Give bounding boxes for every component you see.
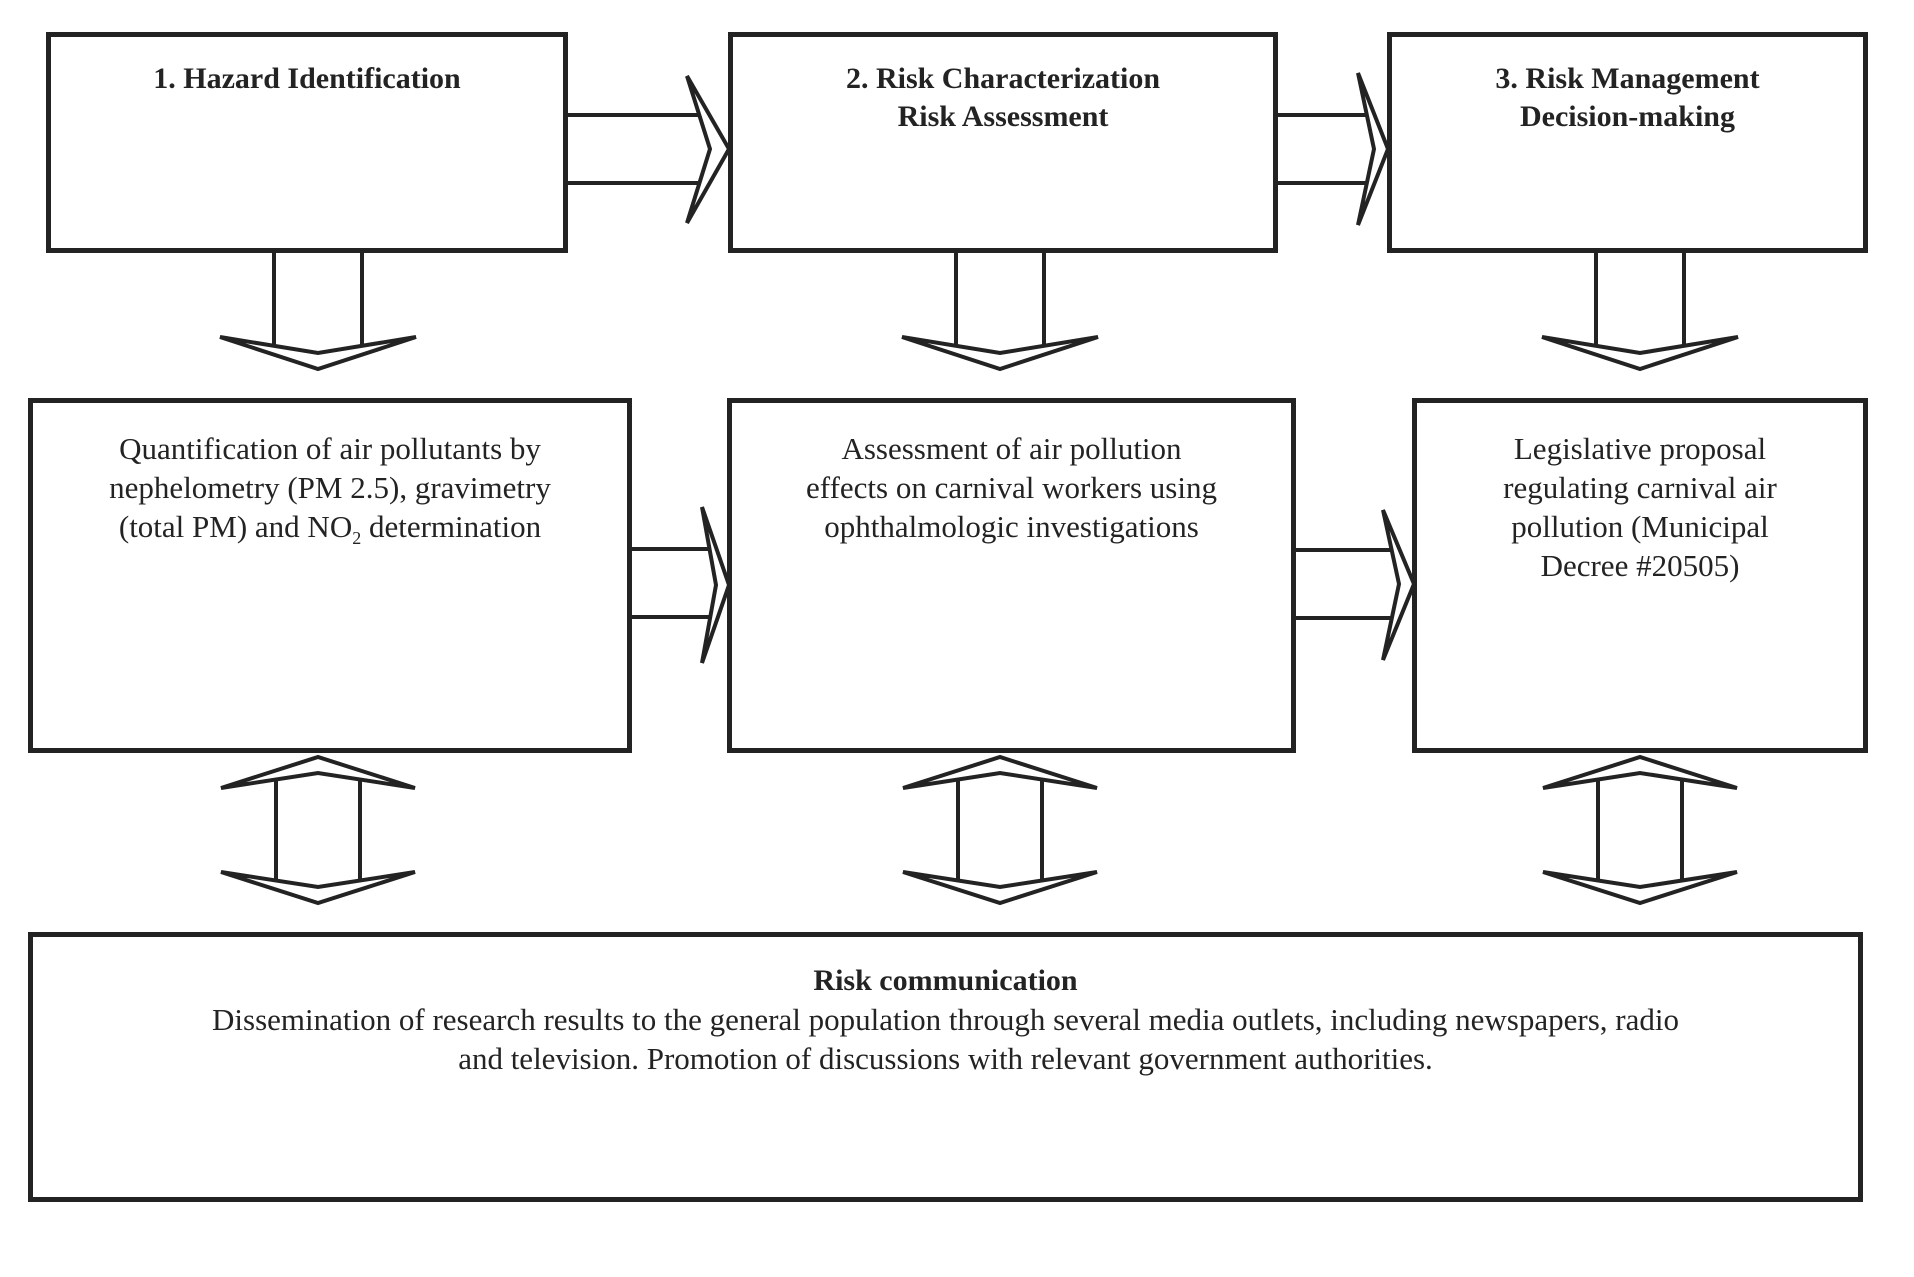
risk-communication-line1: Dissemination of research results to the…: [212, 1002, 1679, 1037]
double-arrow-m3-bottom: [1542, 754, 1738, 906]
assessment-detail-box: Assessment of air pollution effects on c…: [727, 398, 1296, 753]
legislative-line1: Legislative proposal: [1513, 431, 1767, 466]
assessment-line2: effects on carnival workers using: [806, 470, 1217, 505]
double-arrow-m2-bottom: [902, 754, 1098, 906]
arrow-box3-down: [1541, 251, 1739, 372]
arrow-m1-to-m2: [632, 506, 732, 664]
legislative-line3: pollution (Municipal: [1511, 509, 1769, 544]
legislative-line4: Decree #20505): [1540, 548, 1740, 583]
arrow-box2-to-box3: [1278, 72, 1391, 226]
arrow-box1-to-box2: [568, 75, 732, 224]
quantification-line3: (total PM) and NO2 determination: [118, 509, 542, 549]
assessment-line3: ophthalmologic investigations: [824, 509, 1199, 544]
legislative-proposal-detail-box: Legislative proposal regulating carnival…: [1412, 398, 1868, 753]
double-arrow-m1-bottom: [220, 754, 416, 906]
risk-characterization-title-line1: 2. Risk Characterization: [845, 62, 1161, 95]
risk-characterization-box: 2. Risk Characterization Risk Assessment: [728, 32, 1278, 253]
arrow-box1-down: [219, 251, 417, 372]
arrow-m2-to-m3: [1296, 509, 1417, 661]
quantification-line1: Quantification of air pollutants by: [119, 431, 541, 466]
legislative-line2: regulating carnival air: [1503, 470, 1777, 505]
risk-communication-box: Risk communication Dissemination of rese…: [28, 932, 1863, 1202]
quantification-line2: nephelometry (PM 2.5), gravimetry: [109, 470, 551, 505]
hazard-identification-title: 1. Hazard Identification: [153, 62, 461, 95]
risk-communication-heading: Risk communication: [813, 964, 1078, 997]
risk-management-box: 3. Risk Management Decision-making: [1387, 32, 1868, 253]
hazard-identification-box: 1. Hazard Identification: [46, 32, 568, 253]
risk-characterization-title-line2: Risk Assessment: [897, 100, 1109, 133]
no2-subscript: 2: [352, 528, 362, 549]
risk-management-title-line1: 3. Risk Management: [1495, 62, 1760, 95]
risk-communication-line2: and television. Promotion of discussions…: [458, 1041, 1433, 1076]
assessment-line1: Assessment of air pollution: [841, 431, 1182, 466]
quantification-detail-box: Quantification of air pollutants by neph…: [28, 398, 632, 753]
risk-management-title-line2: Decision-making: [1519, 100, 1735, 133]
arrow-box2-down: [901, 251, 1099, 372]
